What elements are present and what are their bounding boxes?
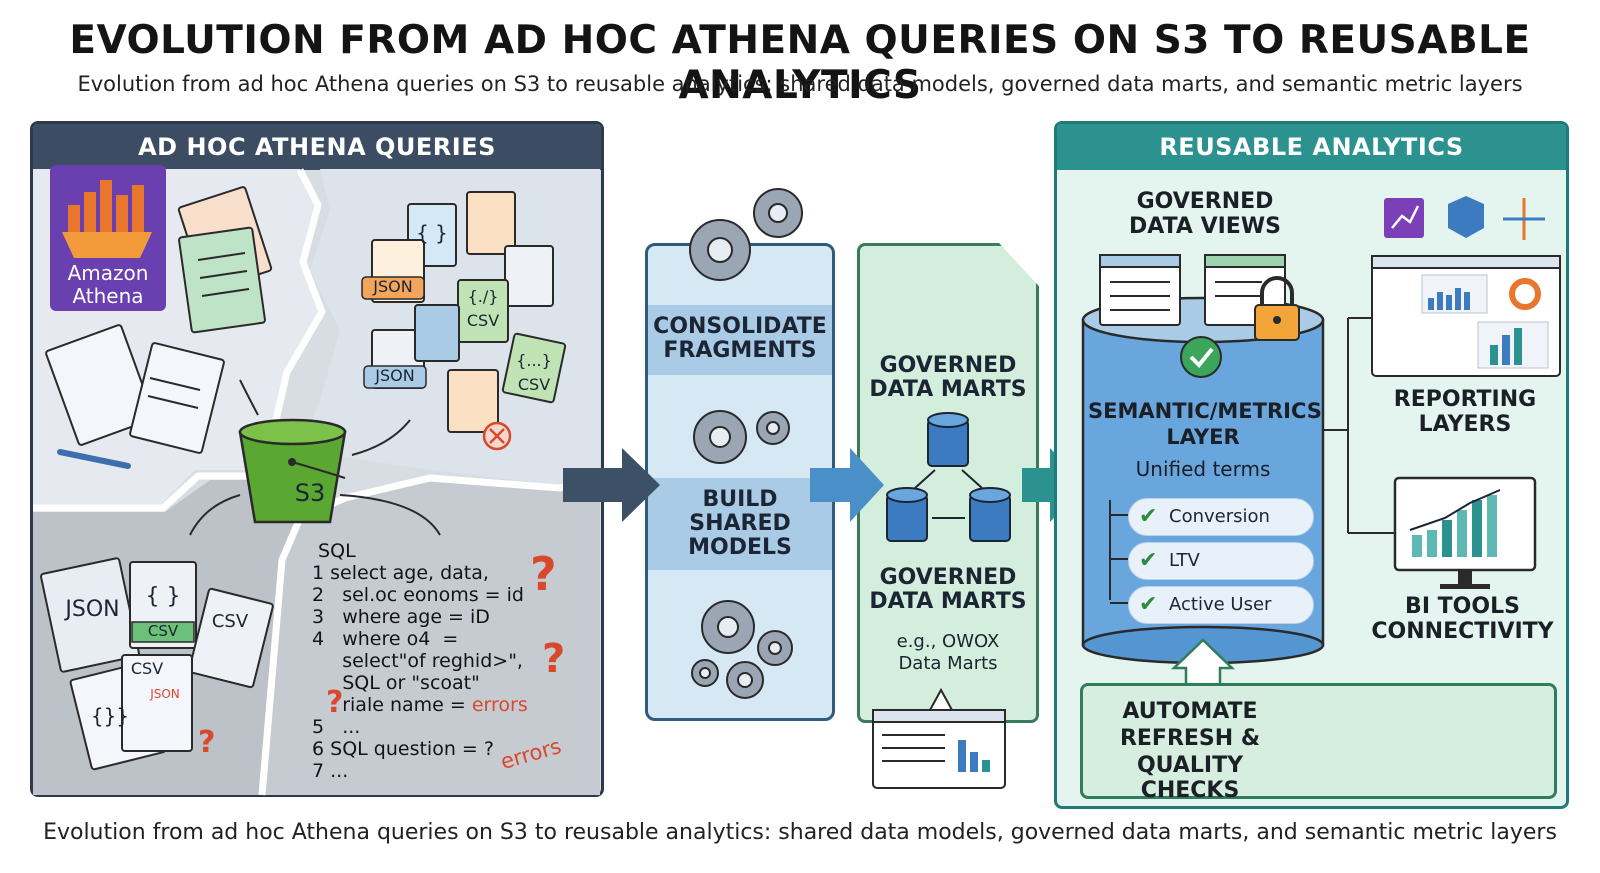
svg-text:?: ? <box>530 547 557 601</box>
flow-arrow-1 <box>563 448 660 522</box>
sql-line: riale name = errors <box>318 694 528 716</box>
brace-file-label: { } <box>145 584 181 609</box>
up-arrow <box>1170 638 1236 687</box>
sql-line: 5 ... <box>312 716 361 738</box>
governed-marts-top-label: GOVERNED DATA MARTS <box>869 353 1027 403</box>
sql-line: 2 sel.oc eonoms = id <box>312 584 524 606</box>
build-shared-models-label: BUILD SHARED MODELS <box>688 487 792 561</box>
dashboard-icon <box>872 709 1006 789</box>
file-icons-cluster <box>361 191 567 433</box>
code-file-label: { } <box>416 221 448 245</box>
consolidate-fragments-label: CONSOLIDATE FRAGMENTS <box>653 314 827 364</box>
json-small-label: JSON <box>150 687 180 701</box>
lock-icon <box>1254 276 1300 341</box>
governed-marts-bottom-label: GOVERNED DATA MARTS <box>869 565 1027 615</box>
sql-line: 3 where age = iD <box>312 606 490 628</box>
automate-box <box>1080 683 1557 799</box>
s3-bucket-icon <box>238 418 347 524</box>
svg-text:?: ? <box>198 725 215 760</box>
question-mark-icon: ? ? ? ? <box>198 547 565 760</box>
athena-label-line2: Athena <box>72 284 144 308</box>
check-icon: ✔ <box>1139 504 1158 529</box>
file-icons-lower <box>40 557 274 771</box>
athena-logo-icon <box>50 165 166 311</box>
athena-label-line1: Amazon <box>67 261 149 285</box>
sql-line: select"of reghid>", <box>318 650 523 672</box>
json-tag-a: JSON <box>373 277 413 296</box>
csv-file-label-a: CSV <box>466 311 500 330</box>
reusable-header: REUSABLE ANALYTICS <box>1057 124 1566 170</box>
sql-line: 4 where o4 = <box>312 628 459 650</box>
governed-views-label: GOVERNED DATA VIEWS <box>1129 189 1281 239</box>
code-file-label-b: {./} <box>467 287 499 306</box>
term-conversion-rate: ✔Conversion Rate <box>1128 498 1314 563</box>
code-file-label-c: {...} <box>516 351 552 370</box>
database-links <box>914 469 983 519</box>
flow-arrow-2 <box>810 448 884 522</box>
check-icon: ✔ <box>1139 592 1158 617</box>
term-active-user: ✔Active User <box>1128 586 1314 624</box>
dashboard-icon <box>1371 255 1561 377</box>
sql-line: SQL or "scoat" <box>318 672 480 694</box>
csv-green-label: CSV <box>147 622 179 640</box>
sql-line: 1 select age, data, <box>312 562 489 584</box>
notebook-icon <box>45 186 273 454</box>
automate-label-line3: QUALITY CHECKS <box>1136 753 1244 803</box>
data-view-window-icon <box>1099 254 1286 326</box>
svg-text:?: ? <box>542 636 565 682</box>
brace-file-label-c: {}} <box>90 704 130 728</box>
tool-logos <box>1384 196 1545 240</box>
pencil-icon <box>57 449 131 469</box>
error-x-icon <box>482 421 512 451</box>
monitor-chart-icon <box>1393 476 1537 589</box>
unified-terms-label: Unified terms <box>1135 457 1271 481</box>
sql-line: 7 ... <box>312 760 349 782</box>
governed-marts-panel <box>857 243 1039 723</box>
page-title: EVOLUTION FROM AD HOC ATHENA QUERIES ON … <box>69 18 1531 108</box>
bi-tools-label: BI TOOLS CONNECTIVITY <box>1371 594 1554 644</box>
json-tag-b: JSON <box>375 366 415 385</box>
marts-example-line2: Data Marts <box>898 653 998 674</box>
output-connectors <box>1323 317 1395 534</box>
checkmark-badge-icon <box>1180 336 1222 378</box>
database-icon <box>886 412 1011 542</box>
automate-label-line2: REFRESH & <box>1119 726 1261 751</box>
semantic-layer-line2: LAYER <box>1166 425 1240 449</box>
bottom-caption: Evolution from ad hoc Athena queries on … <box>43 820 1557 845</box>
ad-hoc-header: AD HOC ATHENA QUERIES <box>33 124 601 170</box>
csv-file-label-c: CSV <box>211 611 249 632</box>
svg-text:?: ? <box>326 685 343 720</box>
reporting-layers-label: REPORTING LAYERS <box>1393 387 1537 437</box>
build-band <box>648 478 832 570</box>
term-ltv: ✔LTV <box>1128 542 1314 580</box>
gear-icon <box>689 188 803 699</box>
check-icon: ✔ <box>1139 548 1158 573</box>
semantic-layer-line1: SEMANTIC/METRICS <box>1088 399 1322 423</box>
page-subtitle: Evolution from ad hoc Athena queries on … <box>77 72 1523 96</box>
csv-file-label-b: CSV <box>517 375 551 394</box>
json-file-label-big: JSON <box>65 597 120 622</box>
sql-line: SQL <box>318 540 356 562</box>
consolidate-band <box>648 305 832 375</box>
flow-arrows <box>189 379 441 536</box>
automate-label-line1: AUTOMATE <box>1122 699 1258 724</box>
csv-file-label-d: CSV <box>130 659 164 678</box>
flow-arrow-3 <box>1022 448 1085 522</box>
sql-line: 6 SQL question = ? <box>312 738 494 760</box>
terms-connector <box>1109 500 1128 604</box>
marts-example-line1: e.g., OWOX <box>896 631 1000 652</box>
s3-label: S3 <box>294 479 326 507</box>
